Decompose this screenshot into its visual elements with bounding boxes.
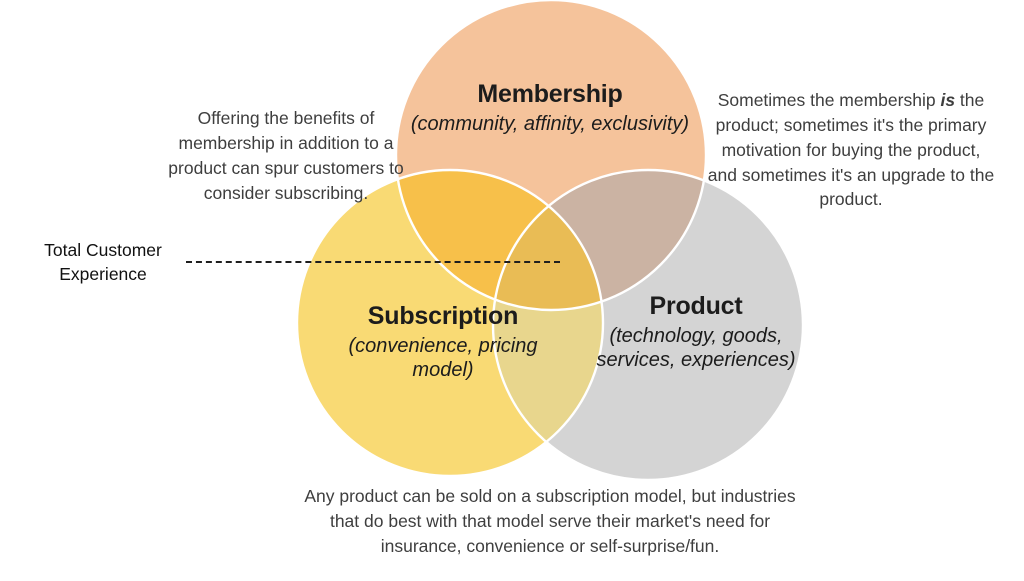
label-membership-subtitle: (community, affinity, exclusivity) (410, 112, 690, 135)
total-customer-experience-text: Total Customer Experience (44, 240, 162, 284)
label-membership: Membership (community, affinity, exclusi… (400, 80, 700, 136)
label-membership-title: Membership (477, 80, 623, 108)
label-subscription-title: Subscription (367, 302, 519, 330)
annotation-right-emphasis: is (940, 90, 956, 110)
annotation-bottom: Any product can be sold on a subscriptio… (304, 486, 796, 556)
annotation-left: Offering the benefits of membership in a… (168, 108, 404, 203)
annotation-right-part2: the product; sometimes it's the primary … (707, 90, 995, 210)
circle-subscription-outline (295, 168, 605, 478)
label-subscription: Subscription (convenience, pricing model… (318, 302, 568, 382)
label-product-subtitle: (technology, goods, services, experience… (596, 324, 796, 371)
total-customer-experience-label: Total Customer Experience (20, 239, 186, 286)
annotation-right-part1: Sometimes the membership (717, 90, 941, 110)
overlap-all-three (493, 170, 603, 310)
label-subscription-subtitle: (convenience, pricing model) (348, 334, 538, 381)
label-product-title: Product (649, 292, 743, 320)
label-product: Product (technology, goods, services, ex… (580, 292, 812, 372)
circle-membership-outline (394, 0, 708, 312)
leader-line-dashed (186, 261, 560, 263)
circle-product-outline (491, 168, 805, 482)
annotation-right: Sometimes the membership is the product;… (706, 88, 996, 212)
